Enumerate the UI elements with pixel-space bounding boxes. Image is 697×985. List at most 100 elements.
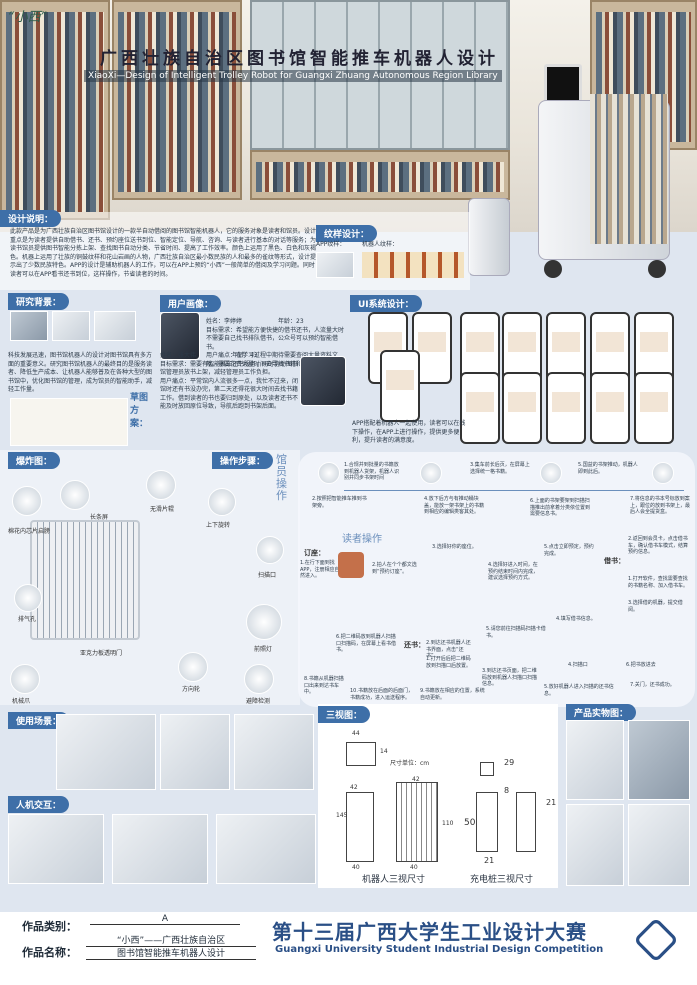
borrow-step: 3.选择借的机器，提交借阅。 — [628, 600, 683, 613]
borrow-step: 5.请您前往扫描码扫描卡借书。 — [486, 626, 546, 639]
step-image — [420, 462, 442, 484]
name-value-line-2: 图书馆智能推车机器人设计 — [86, 946, 256, 960]
part-detail-image — [256, 536, 284, 564]
order-step: 5.点击立即预定，预约完成。 — [544, 544, 594, 557]
borrow-label: 借书： — [604, 557, 625, 565]
category-value: A — [90, 914, 240, 925]
part-label: 方向轮 — [182, 686, 201, 693]
part-label: 上下旋转 — [206, 522, 231, 529]
part-detail-image — [146, 470, 176, 500]
interaction-label: 人机交互： — [8, 796, 70, 813]
dimension-value: 110 — [442, 820, 454, 827]
category-label: 作品类别： — [22, 920, 77, 933]
step-image — [652, 462, 674, 484]
name-label: 作品名称： — [22, 946, 77, 959]
photos-label: 产品实物图： — [566, 704, 637, 721]
return-step: 5.放好机器人进入扫描的还书信息。 — [544, 684, 614, 697]
part-label: 机械爪 — [12, 698, 31, 705]
part-detail-image — [12, 486, 42, 516]
dimension-value: 8 — [504, 786, 510, 795]
unit-label: 尺寸单位：cm — [390, 760, 430, 767]
part-detail-image — [208, 488, 236, 516]
part-detail-image — [14, 584, 42, 612]
usage-scene-image — [234, 714, 314, 790]
robot-render-image — [538, 64, 678, 284]
return-step: 10.书籍放在后面的后面门，书籍成功，进入运送程序。 — [350, 688, 413, 701]
return-step: 6.把书放进去 — [626, 662, 656, 668]
phone-mockup — [460, 372, 500, 444]
return-label: 还书： — [404, 641, 425, 649]
phone-mockup — [412, 312, 452, 384]
bookshelf-image — [112, 0, 242, 200]
research-text: 科技发展迅速，图书馆机器人的设计对图书馆具有多方面的重要意义。研究图书馆机器人的… — [8, 352, 153, 393]
product-photo — [628, 720, 690, 800]
persona-avatar-1 — [160, 312, 200, 360]
usage-label: 使用场景： — [8, 712, 70, 729]
pillar-front-view — [476, 792, 498, 852]
dimension-value: 40 — [352, 864, 360, 871]
dimension-value: 14 — [380, 748, 388, 755]
return-step: 7.关门，还书成功。 — [630, 682, 675, 688]
interaction-image — [112, 814, 208, 884]
return-step: 3.到达还书页面，把二维码放到机器人扫描口扫描信息。 — [482, 668, 538, 687]
borrow-step: 6.把二维码放到机器人扫描口扫描码，在屏幕上看书借书。 — [336, 634, 397, 653]
part-label: 长条屏 — [90, 514, 109, 521]
staff-step: 2.按照把智能推车推到书架旁。 — [312, 496, 367, 509]
app-pattern-image — [316, 252, 354, 278]
return-step: 2.到达还书机器人还书界面，点击“还书”。 — [426, 640, 471, 659]
research-photo — [52, 311, 90, 341]
staff-step: 1.合规并到批量的书籍放到机器人货架，机器人识别并同步书架时间 — [344, 462, 400, 481]
borrow-step: 1.打开软件，查找需要查找的书籍名称、加入借书车。 — [628, 576, 689, 589]
steps-label: 操作步骤： — [212, 452, 274, 469]
staff-step: 4.放下后方与有推动桶块盖，能放一架书架上的书籍到相应的编辑类客其处。 — [424, 496, 485, 515]
dimension-value: 21 — [484, 856, 495, 865]
product-photo — [628, 804, 690, 886]
part-detail-image — [244, 664, 274, 694]
competition-subtitle: Guangxi University Student Industrial De… — [275, 944, 604, 955]
steps-panel — [298, 452, 695, 707]
return-step: 4.扫描口 — [568, 662, 588, 668]
robot-view-caption: 机器人三视尺寸 — [362, 875, 426, 885]
part-label: 无滑片辊 — [150, 506, 175, 513]
product-photo — [566, 720, 624, 800]
order-step: 2.拍人在个个都文选到“预约订座”。 — [372, 562, 417, 575]
dimension-value: 40 — [410, 864, 418, 871]
staff-step: 6.上面的书架要架到扫描扫描推出前拿着分类依位置到需要信息书。 — [530, 498, 591, 517]
persona-avatar-2 — [300, 356, 346, 406]
phone-mockup — [380, 350, 420, 422]
part-label: 排气孔 — [18, 616, 37, 623]
app-pattern-label: APP纹样： — [316, 241, 346, 248]
dimension-value: 44 — [352, 730, 360, 737]
dimension-value: 21 — [546, 798, 557, 807]
part-detail-image — [178, 652, 208, 682]
exploded-label: 爆炸图： — [8, 452, 61, 469]
borrow-step: 4.填写借书信息。 — [556, 616, 596, 622]
borrow-step: 2.返回到会员卡，点击借书车，确认借书车模式，结算预约信息。 — [628, 536, 689, 555]
part-label: 避障检测 — [246, 698, 271, 705]
app-screen-image — [338, 552, 364, 578]
robot-top-view — [346, 742, 376, 766]
step-image — [540, 462, 562, 484]
part-detail-image — [10, 664, 40, 694]
ui-label: UI系统设计： — [350, 295, 422, 312]
robot-pattern-image — [362, 252, 464, 278]
interaction-image — [8, 814, 104, 884]
dimension-value: 50 — [464, 818, 476, 828]
pillar-top-view — [480, 762, 494, 776]
part-label: 扫描口 — [258, 572, 277, 579]
persona-1-text: 姓名：李婷婷 年龄：23 目标需求：希望能方便快捷的借书还书，人流量大时不需要自… — [206, 318, 345, 368]
part-label: 亚克力板透明门 — [80, 650, 123, 657]
exploded-robot-image — [30, 520, 140, 640]
persona-label: 用户画像： — [160, 295, 222, 312]
phone-mockup — [546, 372, 586, 444]
pattern-label: 纹样设计： — [316, 225, 378, 242]
three-view-label: 三视图： — [318, 706, 371, 723]
staff-step: 3.集车前长后页，在屏幕上选择统一格书籍。 — [470, 462, 530, 475]
interaction-image — [216, 814, 316, 884]
return-step: 8.书籍从机器扫描口出来到达书车中。 — [304, 676, 344, 695]
usage-scene-image — [160, 714, 230, 790]
step-image — [318, 462, 340, 484]
usage-scene-image — [56, 714, 156, 790]
research-photo — [94, 311, 136, 341]
design-desc-label: 设计说明： — [0, 210, 62, 227]
